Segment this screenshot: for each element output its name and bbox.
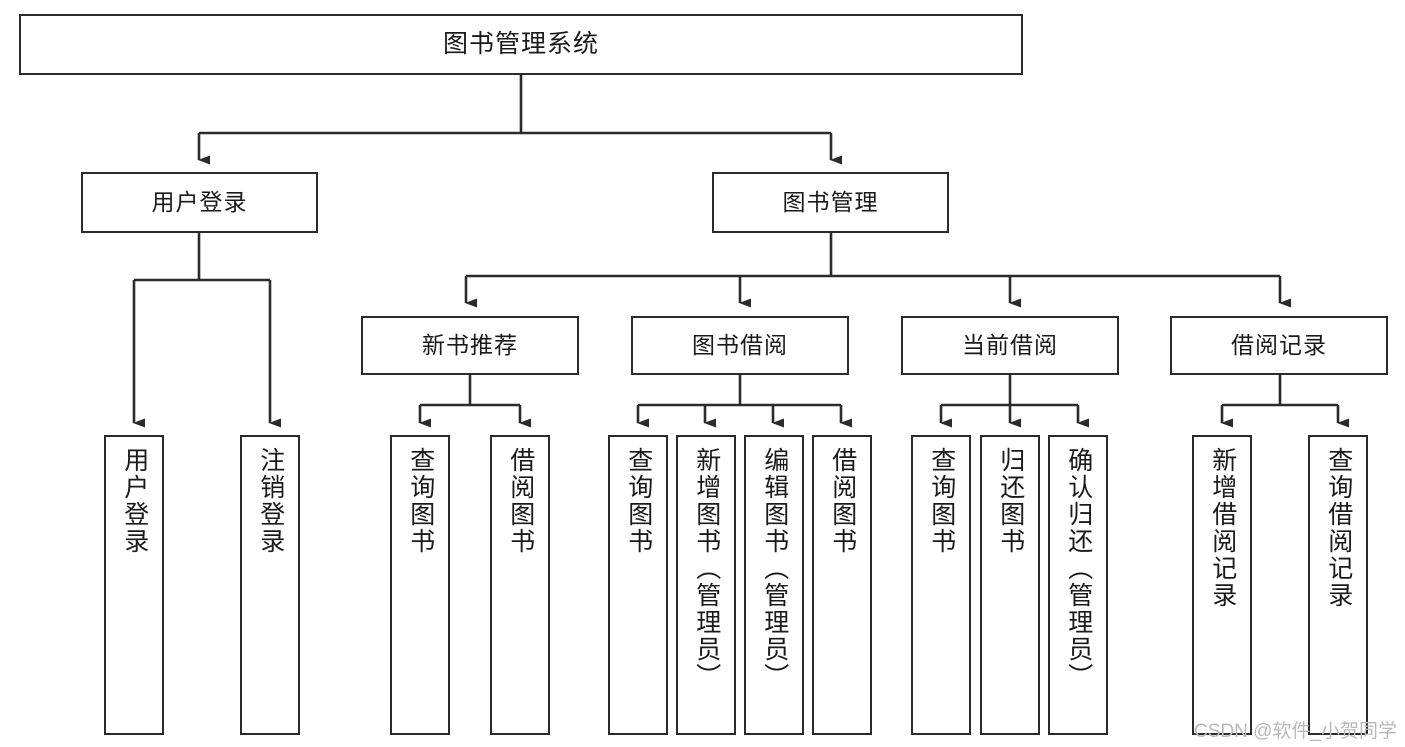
node-label: 用户登录 xyxy=(151,189,248,216)
node-book-borrow[interactable]: 图书借阅 xyxy=(631,316,849,375)
leaf-user-login[interactable]: 用户登录 xyxy=(104,435,164,735)
node-label: 用户登录 xyxy=(120,447,149,555)
node-new-book-recommend[interactable]: 新书推荐 xyxy=(361,316,579,375)
node-label: 新增图书（管理员） xyxy=(692,447,721,690)
node-label: 新增借阅记录 xyxy=(1208,447,1237,609)
node-label: 查询图书 xyxy=(927,447,956,555)
node-label: 当前借阅 xyxy=(962,332,1058,359)
node-label: 图书借阅 xyxy=(692,332,788,359)
node-user-login[interactable]: 用户登录 xyxy=(81,172,318,233)
watermark: CSDN @软件_小贺同学 xyxy=(1194,721,1397,742)
leaf-logout-login[interactable]: 注销登录 xyxy=(240,435,300,735)
node-label: 借阅记录 xyxy=(1231,332,1327,359)
node-label: 编辑图书（管理员） xyxy=(760,447,789,690)
leaf-query-book-current[interactable]: 查询图书 xyxy=(911,435,971,735)
node-label: 新书推荐 xyxy=(422,332,518,359)
node-label: 图书管理系统 xyxy=(442,29,599,58)
node-label: 归还图书 xyxy=(996,447,1025,555)
node-label: 查询借阅记录 xyxy=(1324,447,1353,609)
leaf-return-book[interactable]: 归还图书 xyxy=(980,435,1040,735)
leaf-borrow-book[interactable]: 借阅图书 xyxy=(812,435,872,735)
node-borrow-record[interactable]: 借阅记录 xyxy=(1170,316,1388,375)
leaf-confirm-return-admin[interactable]: 确认归还（管理员） xyxy=(1048,435,1108,735)
leaf-query-borrow-record[interactable]: 查询借阅记录 xyxy=(1308,435,1368,735)
node-label: 查询图书 xyxy=(406,447,435,555)
node-book-management[interactable]: 图书管理 xyxy=(712,172,949,233)
node-label: 查询图书 xyxy=(624,447,653,555)
leaf-add-borrow-record[interactable]: 新增借阅记录 xyxy=(1192,435,1252,735)
leaf-query-book-borrow[interactable]: 查询图书 xyxy=(608,435,668,735)
node-label: 图书管理 xyxy=(782,189,879,216)
node-label: 借阅图书 xyxy=(506,447,535,555)
leaf-add-book-admin[interactable]: 新增图书（管理员） xyxy=(676,435,736,735)
node-label: 注销登录 xyxy=(256,447,285,555)
node-root-system[interactable]: 图书管理系统 xyxy=(19,14,1023,75)
leaf-borrow-book-new[interactable]: 借阅图书 xyxy=(490,435,550,735)
leaf-query-book-new[interactable]: 查询图书 xyxy=(390,435,450,735)
node-current-borrow[interactable]: 当前借阅 xyxy=(901,316,1119,375)
node-label: 借阅图书 xyxy=(828,447,857,555)
node-label: 确认归还（管理员） xyxy=(1064,447,1093,690)
leaf-edit-book-admin[interactable]: 编辑图书（管理员） xyxy=(744,435,804,735)
